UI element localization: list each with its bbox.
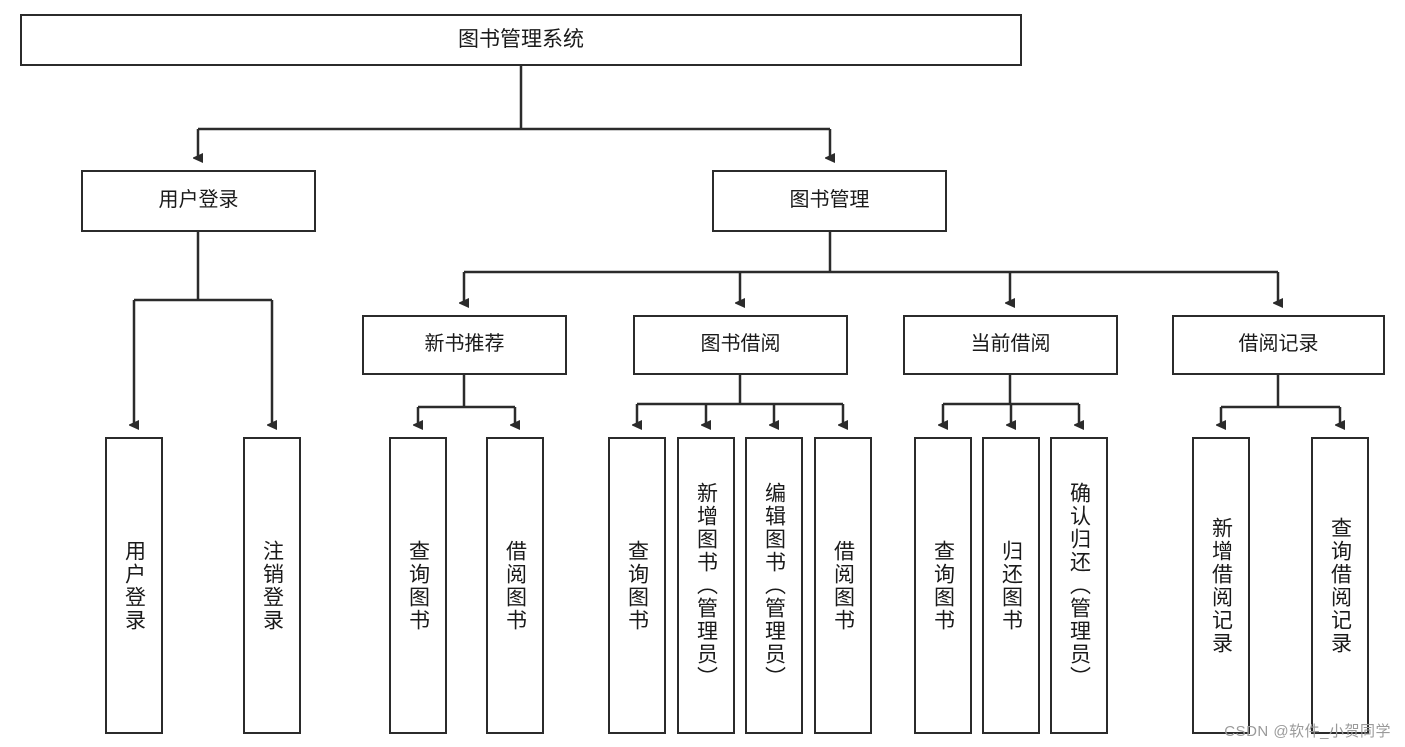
leaf-new-book-borrow-label: 借阅图书 bbox=[503, 539, 527, 632]
node-root-label: 图书管理系统 bbox=[458, 27, 584, 51]
leaf-borrow-edit-book-admin-label: 编辑图书（管理员） bbox=[762, 482, 786, 689]
leaf-borrow-add-book-admin[interactable]: 新增图书（管理员） bbox=[677, 437, 735, 734]
node-book-management[interactable]: 图书管理 bbox=[712, 170, 947, 232]
node-current-borrow-label: 当前借阅 bbox=[970, 333, 1051, 356]
leaf-user-login-login-label: 用户登录 bbox=[122, 539, 146, 632]
node-user-login-label: 用户登录 bbox=[158, 189, 239, 212]
leaf-new-book-borrow[interactable]: 借阅图书 bbox=[486, 437, 544, 734]
node-borrow-record-label: 借阅记录 bbox=[1238, 333, 1319, 356]
leaf-user-login-login[interactable]: 用户登录 bbox=[105, 437, 163, 734]
leaf-borrow-borrow-book-label: 借阅图书 bbox=[831, 539, 855, 632]
node-user-login[interactable]: 用户登录 bbox=[81, 170, 316, 232]
node-root-book-management-system[interactable]: 图书管理系统 bbox=[20, 14, 1022, 66]
leaf-record-add-label: 新增借阅记录 bbox=[1209, 516, 1233, 655]
leaf-borrow-query-book[interactable]: 查询图书 bbox=[608, 437, 666, 734]
leaf-current-confirm-return-admin[interactable]: 确认归还（管理员） bbox=[1050, 437, 1108, 734]
node-current-borrow[interactable]: 当前借阅 bbox=[903, 315, 1118, 375]
leaf-record-query-label: 查询借阅记录 bbox=[1328, 516, 1352, 655]
leaf-current-query-book[interactable]: 查询图书 bbox=[914, 437, 972, 734]
leaf-current-query-book-label: 查询图书 bbox=[931, 539, 955, 632]
leaf-record-add[interactable]: 新增借阅记录 bbox=[1192, 437, 1250, 734]
node-book-management-label: 图书管理 bbox=[789, 189, 870, 212]
leaf-current-return-book-label: 归还图书 bbox=[999, 539, 1023, 632]
leaf-user-login-logout[interactable]: 注销登录 bbox=[243, 437, 301, 734]
leaf-record-query[interactable]: 查询借阅记录 bbox=[1311, 437, 1369, 734]
leaf-current-return-book[interactable]: 归还图书 bbox=[982, 437, 1040, 734]
node-new-book-recommend-label: 新书推荐 bbox=[424, 333, 505, 356]
leaf-user-login-logout-label: 注销登录 bbox=[260, 539, 284, 632]
node-book-borrow-label: 图书借阅 bbox=[700, 333, 781, 356]
leaf-current-confirm-return-admin-label: 确认归还（管理员） bbox=[1067, 482, 1091, 689]
node-new-book-recommend[interactable]: 新书推荐 bbox=[362, 315, 567, 375]
leaf-borrow-edit-book-admin[interactable]: 编辑图书（管理员） bbox=[745, 437, 803, 734]
node-book-borrow[interactable]: 图书借阅 bbox=[633, 315, 848, 375]
leaf-borrow-query-book-label: 查询图书 bbox=[625, 539, 649, 632]
leaf-borrow-add-book-admin-label: 新增图书（管理员） bbox=[694, 482, 718, 689]
leaf-new-book-query-label: 查询图书 bbox=[406, 539, 430, 632]
leaf-new-book-query[interactable]: 查询图书 bbox=[389, 437, 447, 734]
leaf-borrow-borrow-book[interactable]: 借阅图书 bbox=[814, 437, 872, 734]
node-borrow-record[interactable]: 借阅记录 bbox=[1172, 315, 1385, 375]
